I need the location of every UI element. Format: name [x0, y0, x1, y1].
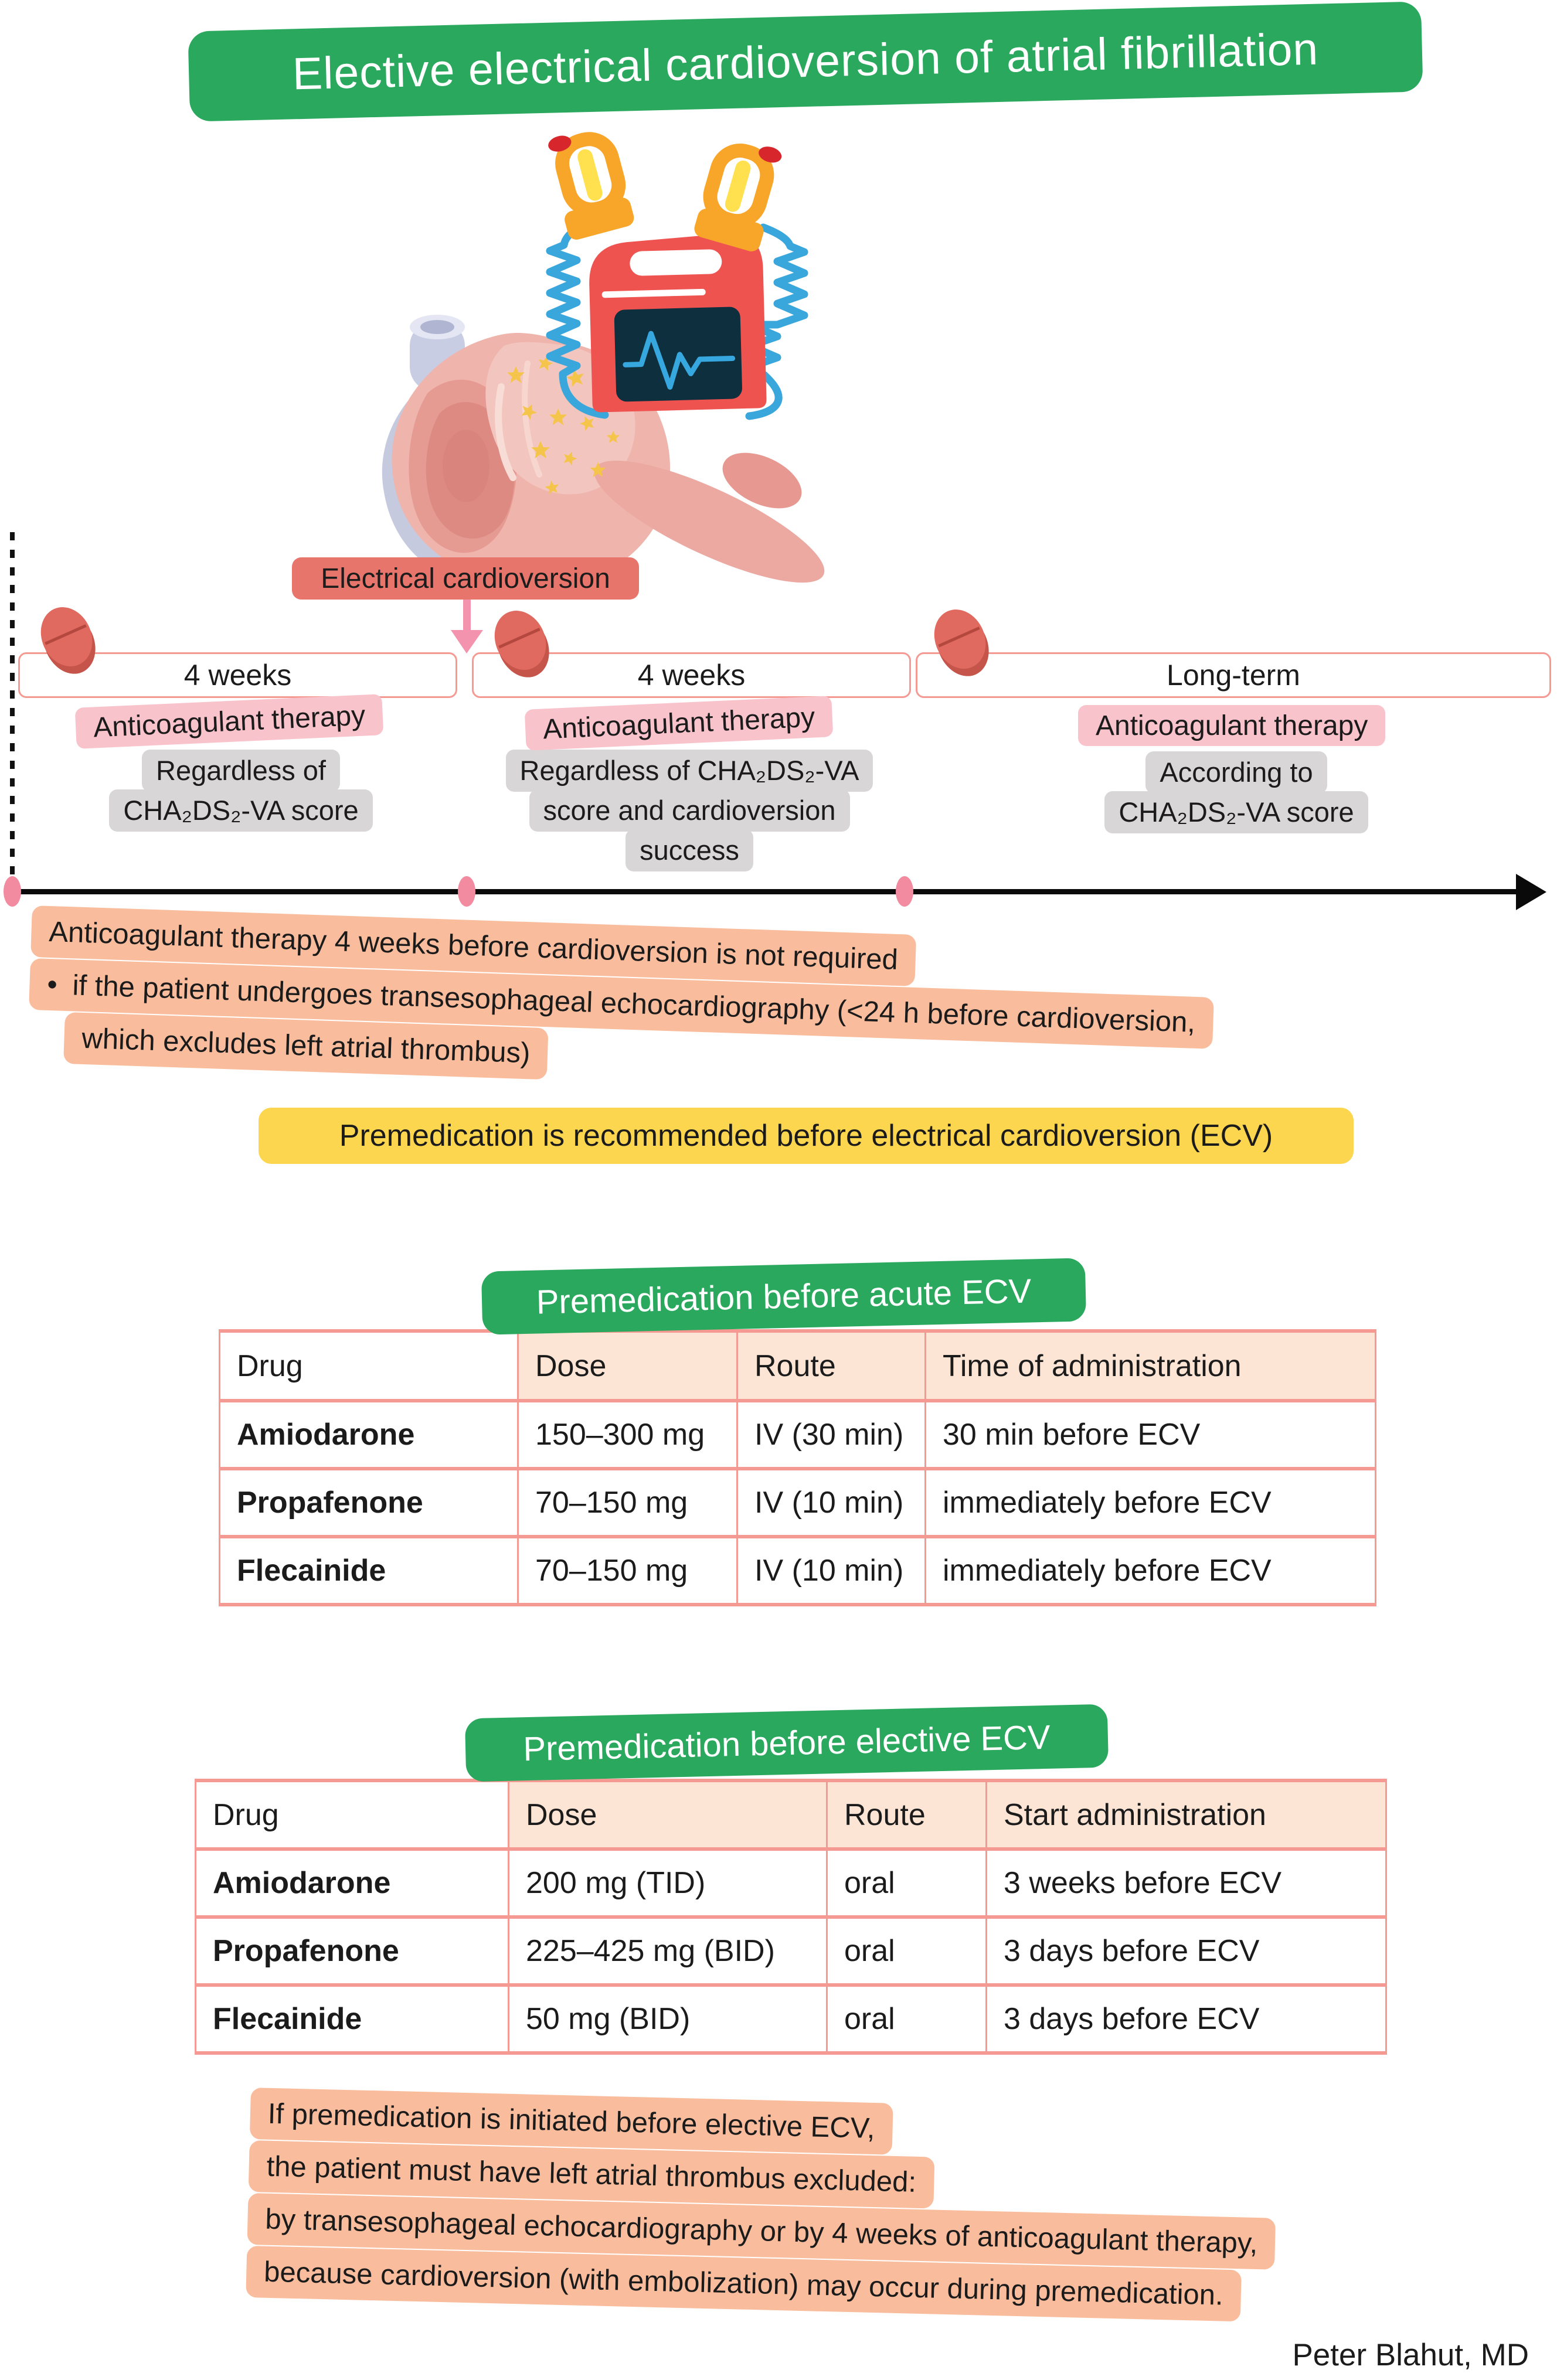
table-row: Amiodarone 200 mg (TID) oral 3 weeks bef…: [195, 1847, 1387, 1919]
elective-premedication-warning-note: If premedication is initiated before ele…: [246, 2088, 1452, 2328]
table-header-row: Drug Dose Route Start administration: [195, 1779, 1387, 1851]
cell-route: oral: [826, 1847, 987, 1919]
event-label-text: Electrical cardioversion: [321, 563, 610, 594]
segment-duration: 4 weeks: [637, 659, 746, 692]
premedication-banner: Premedication is recommended before elec…: [259, 1108, 1354, 1164]
timeline-start-dotted-line: [10, 532, 15, 879]
table-row: Flecainide 50 mg (BID) oral 3 days befor…: [195, 1983, 1387, 2055]
col-header-route: Route: [826, 1779, 987, 1851]
therapy-label-1: Anticoagulant therapy: [74, 694, 384, 749]
table-title-text: Premedication before elective ECV: [522, 1718, 1051, 1768]
col-header-drug: Drug: [195, 1779, 509, 1851]
therapy-label-2: Anticoagulant therapy: [524, 696, 834, 751]
heart-icon: [382, 315, 825, 587]
page-title: Elective electrical cardioversion of atr…: [291, 23, 1320, 99]
event-label: Electrical cardioversion: [292, 557, 639, 600]
therapy-label-text: Anticoagulant therapy: [542, 701, 816, 745]
therapy-label-text: Anticoagulant therapy: [93, 699, 366, 744]
cell-route: IV (30 min): [736, 1399, 926, 1470]
timeline-axis: [12, 889, 1518, 894]
cell-route: IV (10 min): [736, 1535, 926, 1606]
therapy-label-text: Anticoagulant therapy: [1096, 710, 1368, 741]
acute-ecv-table-title: Premedication before acute ECV: [481, 1258, 1087, 1335]
segment-note-2: Regardless of CHA₂DS₂-VA score and cardi…: [497, 750, 882, 871]
acute-ecv-table: Drug Dose Route Time of administration A…: [219, 1329, 1376, 1606]
author-credit: Peter Blahut, MD: [1292, 2338, 1529, 2372]
paddle-right-icon: [694, 143, 782, 251]
cell-drug: Amiodarone: [219, 1399, 519, 1470]
cell-drug: Amiodarone: [195, 1847, 509, 1919]
premedication-banner-text: Premedication is recommended before elec…: [339, 1119, 1273, 1153]
pill-icon: [494, 611, 549, 677]
timeline-dot: [458, 876, 475, 907]
timeline-segment-1: 4 weeks: [18, 652, 457, 698]
note-line: CHA₂DS₂-VA score: [1104, 791, 1368, 833]
segment-duration: 4 weeks: [183, 659, 292, 692]
cell-drug: Propafenone: [195, 1915, 509, 1987]
col-header-time: Time of administration: [924, 1329, 1376, 1402]
down-arrow-icon: [451, 600, 483, 653]
elective-ecv-table-title: Premedication before elective ECV: [464, 1704, 1109, 1782]
cell-drug: Propafenone: [219, 1467, 519, 1538]
col-header-start: Start administration: [985, 1779, 1387, 1851]
col-header-dose: Dose: [517, 1329, 738, 1402]
col-header-route: Route: [736, 1329, 926, 1402]
cell-dose: 50 mg (BID): [508, 1983, 828, 2055]
timeline-dot: [896, 876, 913, 907]
timeline-dot: [4, 876, 21, 907]
cell-dose: 70–150 mg: [517, 1467, 738, 1538]
cardioversion-illustration: [382, 132, 825, 587]
timeline-segment-3: Long-term: [916, 652, 1551, 698]
cell-dose: 225–425 mg (BID): [508, 1915, 828, 1987]
note-line: According to: [1145, 751, 1327, 794]
note-line: success: [625, 829, 753, 871]
cell-time: immediately before ECV: [924, 1535, 1376, 1606]
cell-drug: Flecainide: [195, 1983, 509, 2055]
defibrillator-icon: [589, 233, 767, 413]
cell-start: 3 days before ECV: [985, 1915, 1387, 1987]
col-header-dose: Dose: [508, 1779, 828, 1851]
cell-route: oral: [826, 1983, 987, 2055]
cell-start: 3 days before ECV: [985, 1983, 1387, 2055]
cell-dose: 70–150 mg: [517, 1535, 738, 1606]
cell-dose: 150–300 mg: [517, 1399, 738, 1470]
paddle-left-icon: [548, 132, 634, 240]
cell-dose: 200 mg (TID): [508, 1847, 828, 1919]
anticoagulation-exception-note: Anticoagulant therapy 4 weeks before car…: [27, 905, 1439, 1110]
note-line: score and cardioversion: [529, 789, 850, 832]
paddle-cable-left-icon: [546, 220, 609, 419]
col-header-drug: Drug: [219, 1329, 519, 1402]
table-row: Amiodarone 150–300 mg IV (30 min) 30 min…: [219, 1399, 1376, 1470]
table-row: Propafenone 225–425 mg (BID) oral 3 days…: [195, 1915, 1387, 1987]
timeline-arrow-icon: [1516, 874, 1546, 910]
cell-start: 3 weeks before ECV: [985, 1847, 1387, 1919]
segment-duration: Long-term: [1167, 659, 1300, 692]
pill-icon: [934, 610, 989, 676]
elective-ecv-table: Drug Dose Route Start administration Ami…: [195, 1779, 1387, 2055]
title-banner: Elective electrical cardioversion of atr…: [188, 1, 1423, 122]
note-line: CHA₂DS₂-VA score: [109, 789, 373, 832]
pill-icon: [40, 607, 96, 674]
segment-note-1: Regardless of CHA₂DS₂-VA score: [94, 750, 387, 832]
cell-time: immediately before ECV: [924, 1467, 1376, 1538]
bullet-icon: •: [46, 968, 58, 1001]
therapy-label-3: Anticoagulant therapy: [1078, 705, 1386, 746]
table-row: Flecainide 70–150 mg IV (10 min) immedia…: [219, 1535, 1376, 1606]
note-line: Regardless of CHA₂DS₂-VA: [505, 750, 873, 792]
note-line: Regardless of: [142, 750, 340, 792]
cell-drug: Flecainide: [219, 1535, 519, 1606]
table-row: Propafenone 70–150 mg IV (10 min) immedi…: [219, 1467, 1376, 1538]
table-header-row: Drug Dose Route Time of administration: [219, 1329, 1376, 1402]
segment-note-3: According to CHA₂DS₂-VA score: [1101, 751, 1372, 833]
table-title-text: Premedication before acute ECV: [536, 1271, 1032, 1322]
ecg-trace-icon: [623, 331, 736, 390]
cell-time: 30 min before ECV: [924, 1399, 1376, 1470]
cell-route: IV (10 min): [736, 1467, 926, 1538]
cell-route: oral: [826, 1915, 987, 1987]
